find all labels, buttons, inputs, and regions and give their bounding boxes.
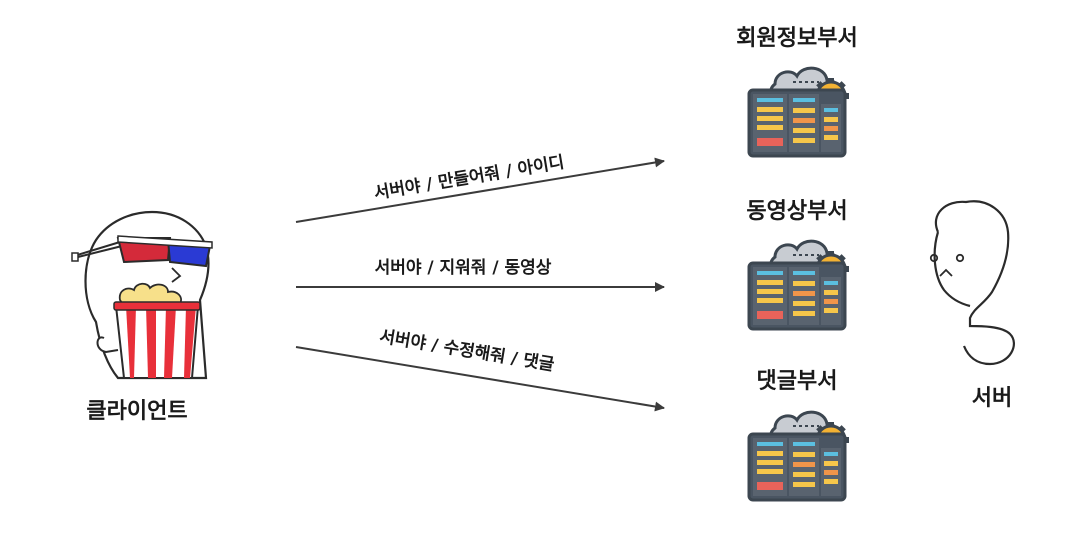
request-arrow-create — [295, 157, 665, 223]
department-label-video: 동영상부서 — [746, 199, 847, 224]
client-label: 클라이언트 — [86, 399, 187, 424]
client-character-icon — [71, 210, 213, 380]
department-comment: 댓글부서 — [749, 369, 849, 500]
request-label-update: 서버야 / 수정해줘 / 댓글 — [378, 327, 556, 376]
server-rack-icon — [749, 68, 849, 156]
server-rack-icon — [749, 241, 849, 329]
department-member-info: 회원정보부서 — [736, 26, 858, 156]
department-video: 동영상부서 — [746, 199, 849, 329]
department-label-comment: 댓글부서 — [757, 369, 838, 394]
server-label: 서버 — [972, 386, 1012, 411]
department-label-member-info: 회원정보부서 — [736, 26, 857, 51]
request-label-delete: 서버야 / 지워줘 / 동영상 — [375, 258, 552, 278]
server-character-icon — [929, 200, 1015, 366]
request-arrow-update — [295, 346, 665, 412]
request-label-create: 서버야 / 만들어줘 / 아이디 — [373, 152, 566, 203]
server-rack-icon — [749, 412, 849, 500]
